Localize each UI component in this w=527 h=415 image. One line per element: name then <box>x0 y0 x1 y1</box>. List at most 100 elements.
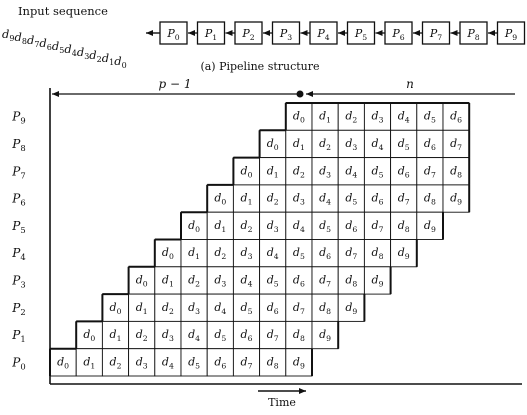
grid-cell-label: d5 <box>214 328 226 343</box>
grid-cell-label: d1 <box>214 219 226 234</box>
grid-cell-label: d8 <box>398 219 410 234</box>
grid-cell-label: d6 <box>214 355 226 370</box>
grid-cell-label: d7 <box>267 328 279 343</box>
grid-cell-label: d8 <box>267 355 279 370</box>
grid-cell-label: d5 <box>319 219 331 234</box>
pipeline-stage-label: P2 <box>241 27 254 42</box>
grid-cell-label: d2 <box>267 192 279 207</box>
grid-cell-label: d6 <box>345 219 357 234</box>
grid-cell-label: d8 <box>319 301 331 316</box>
grid-cell-label: d0 <box>241 164 253 179</box>
row-label: P9 <box>11 110 25 126</box>
grid-cell <box>442 129 470 159</box>
grid-cell-label: d5 <box>293 246 305 261</box>
grid-cell <box>180 320 208 350</box>
grid-cell-label: d2 <box>214 246 226 261</box>
grid-cell <box>232 348 261 377</box>
grid-cell-label: d3 <box>293 192 305 207</box>
grid-cell-label: d3 <box>241 246 253 261</box>
grid-cell-label: d4 <box>398 110 410 125</box>
grid-cell-label: d5 <box>398 137 410 152</box>
grid-cell <box>285 102 313 131</box>
grid-cell <box>206 211 234 240</box>
grid-cell-label: d9 <box>319 328 331 343</box>
grid-cell-label: d1 <box>319 110 331 125</box>
grid-cell <box>390 239 418 268</box>
grid-cell-label: d4 <box>214 301 226 316</box>
grid-cell-label: d9 <box>293 355 305 370</box>
grid-cell-label: d7 <box>345 246 357 261</box>
grid-cell-label: d0 <box>136 273 148 288</box>
row-label: P3 <box>11 273 25 289</box>
grid-cell-label: d1 <box>241 192 253 207</box>
grid-cell-label: d7 <box>319 273 331 288</box>
grid-cell <box>154 348 182 377</box>
grid-cell-label: d5 <box>424 110 436 125</box>
grid-cell-label: d6 <box>398 164 410 179</box>
grid-cell-label: d3 <box>267 219 279 234</box>
row-label: P1 <box>11 328 25 344</box>
grid-cell-label: d9 <box>345 301 357 316</box>
grid-cell-label: d6 <box>293 273 305 288</box>
grid-cell-label: d1 <box>136 301 148 316</box>
grid-cell <box>311 184 339 213</box>
grid-cell-label: d7 <box>241 355 253 370</box>
grid-cell-label: d1 <box>83 355 95 370</box>
grid-cell-label: d3 <box>345 137 357 152</box>
span-left-label: p − 1 <box>159 77 192 91</box>
grid-cell-label: d2 <box>319 137 331 152</box>
grid-cell-label: d3 <box>188 301 200 316</box>
grid-cell <box>285 184 313 213</box>
grid-cell <box>363 102 392 131</box>
pipeline-stage-label: P3 <box>279 27 292 42</box>
grid-cell <box>128 320 156 350</box>
grid-cell-label: d2 <box>162 301 174 316</box>
grid-cell-label: d4 <box>372 137 384 152</box>
grid-cell-label: d2 <box>293 164 305 179</box>
grid-cell-label: d4 <box>345 164 357 179</box>
span-right-label: n <box>406 77 414 91</box>
pipeline-stage-label: P0 <box>166 27 179 42</box>
grid-cell-label: d3 <box>136 355 148 370</box>
grid-cell-label: d5 <box>241 301 253 316</box>
grid-cell <box>232 293 261 322</box>
grid-cell <box>337 157 365 186</box>
grid-cell-label: d1 <box>267 164 279 179</box>
grid-cell-label: d7 <box>293 301 305 316</box>
grid-cell <box>232 266 261 295</box>
row-label: P2 <box>11 301 25 317</box>
grid-cell <box>363 239 392 268</box>
grid-cell-label: d7 <box>372 219 384 234</box>
grid-cell-label: d6 <box>450 110 462 125</box>
grid-cell-label: d3 <box>214 273 226 288</box>
grid-cell <box>206 239 234 268</box>
grid-cell <box>337 129 365 159</box>
grid-cell <box>154 320 182 350</box>
grid-cell-label: d1 <box>162 273 174 288</box>
grid-cell-label: d1 <box>110 328 122 343</box>
grid-cell <box>206 293 234 322</box>
grid-cell <box>180 239 208 268</box>
grid-cell-label: d3 <box>319 164 331 179</box>
grid-cell-label: d0 <box>214 192 226 207</box>
grid-cell-label: d6 <box>372 192 384 207</box>
grid-cell <box>232 184 261 213</box>
grid-cell <box>154 266 182 295</box>
grid-cell <box>442 157 470 186</box>
grid-cell <box>311 239 339 268</box>
grid-cell <box>363 211 392 240</box>
grid-cell-label: d7 <box>398 192 410 207</box>
grid-cell-label: d9 <box>450 192 462 207</box>
grid-cell-label: d7 <box>450 137 462 152</box>
grid-cell-label: d4 <box>241 273 253 288</box>
grid-cell <box>390 184 418 213</box>
grid-cell-label: d6 <box>267 301 279 316</box>
grid-cell-label: d1 <box>188 246 200 261</box>
row-label: P7 <box>11 164 25 180</box>
grid-cell-label: d2 <box>188 273 200 288</box>
grid-cell-label: d0 <box>57 355 69 370</box>
grid-cell <box>390 129 418 159</box>
grid-cell <box>180 348 208 377</box>
grid-cell <box>416 129 444 159</box>
